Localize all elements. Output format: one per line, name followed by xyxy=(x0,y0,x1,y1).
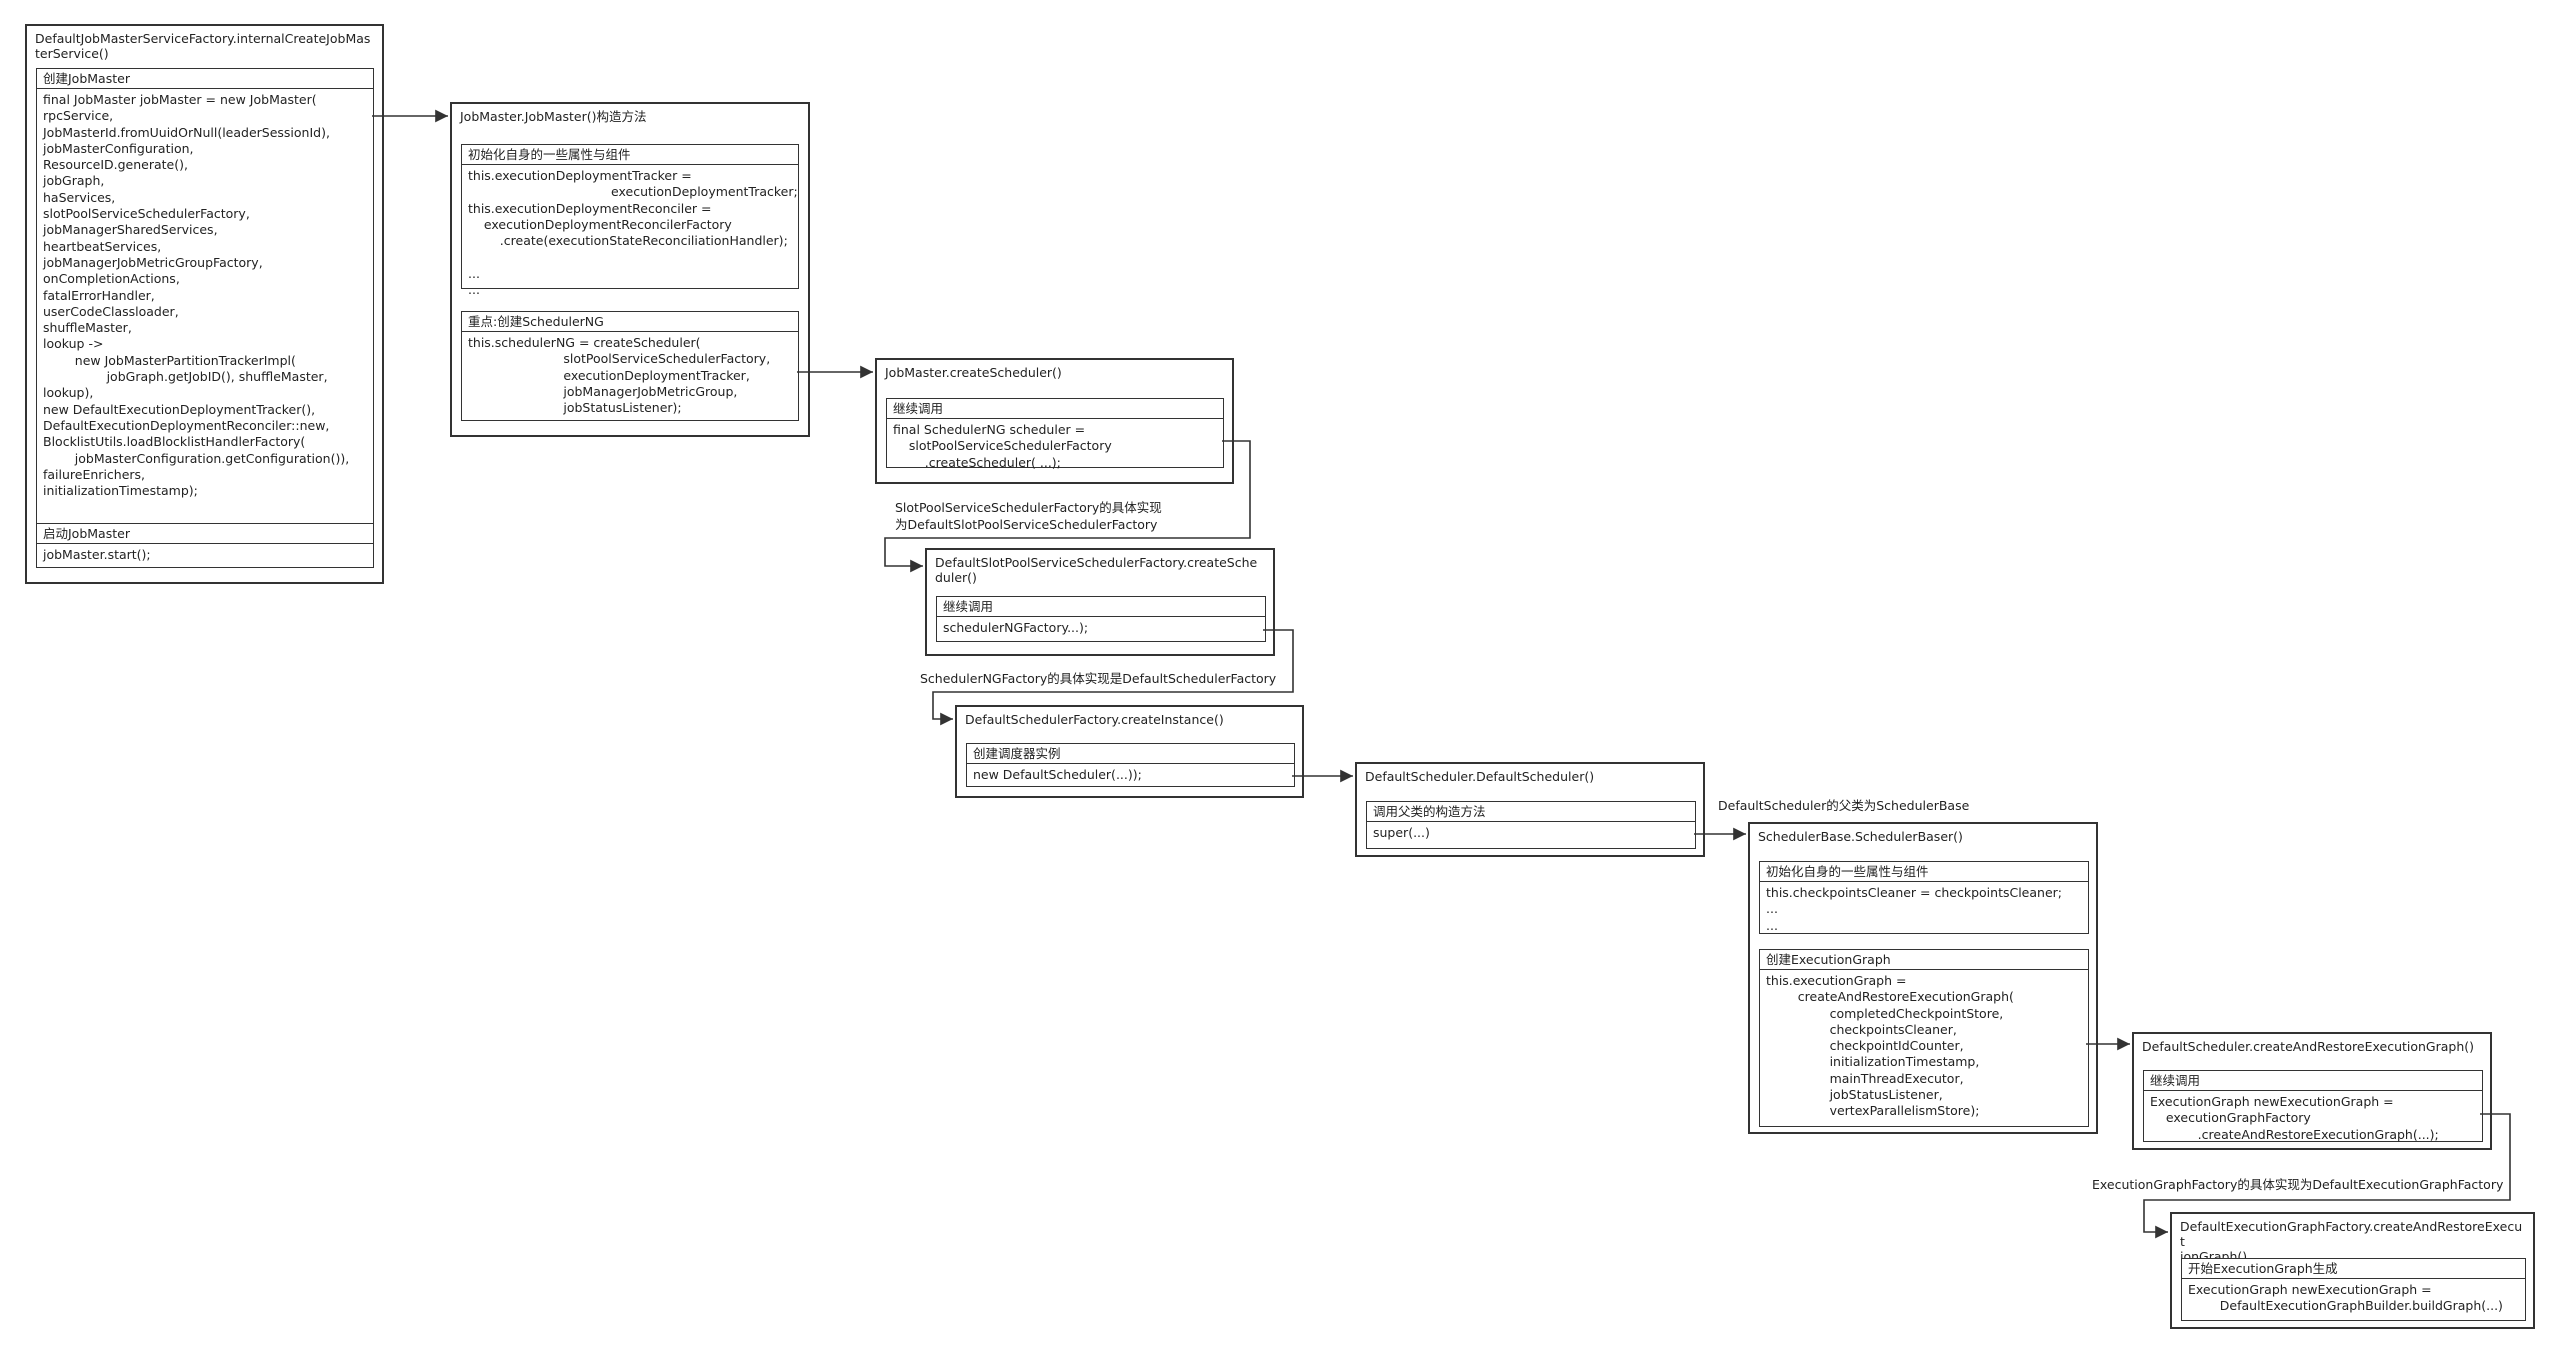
arrow-box8-to-box9 xyxy=(2143,1113,2511,1239)
box-default-eg-factory-create-and-restore: DefaultExecutionGraphFactory.createAndRe… xyxy=(2170,1212,2535,1329)
code-snippet: ExecutionGraph newExecutionGraph = execu… xyxy=(2150,1094,2439,1142)
note-eg-factory-impl: ExecutionGraphFactory的具体实现为DefaultExecut… xyxy=(2092,1177,2504,1192)
section-create-scheduler-instance: 创建调度器实例 new DefaultScheduler(...)); xyxy=(966,743,1295,787)
section-heading: 开始ExecutionGraph生成 xyxy=(2182,1259,2525,1279)
box-default-slotpool-create-scheduler: DefaultSlotPoolServiceSchedulerFactory.c… xyxy=(925,548,1275,656)
section-heading: 创建JobMaster xyxy=(37,69,373,89)
box-title: JobMaster.JobMaster()构造方法 xyxy=(460,109,647,124)
box-default-scheduler-create-and-restore-eg: DefaultScheduler.createAndRestoreExecuti… xyxy=(2132,1032,2492,1150)
box-jobmaster-create-scheduler: JobMaster.createScheduler() 继续调用 final S… xyxy=(875,358,1234,484)
section-heading: 继续调用 xyxy=(2144,1071,2482,1091)
box-title: DefaultSchedulerFactory.createInstance() xyxy=(965,712,1224,727)
section-create-execution-graph: 创建ExecutionGraph this.executionGraph = c… xyxy=(1759,949,2089,1127)
section-continue-call: 继续调用 ExecutionGraph newExecutionGraph = … xyxy=(2143,1070,2483,1142)
box-jobmaster-constructor: JobMaster.JobMaster()构造方法 初始化自身的一些属性与组件 … xyxy=(450,102,810,437)
section-heading: 调用父类的构造方法 xyxy=(1367,802,1695,822)
box-schedulerbase-constructor: SchedulerBase.SchedulerBaser() 初始化自身的一些属… xyxy=(1748,822,2098,1134)
box-title: JobMaster.createScheduler() xyxy=(885,365,1062,380)
code-snippet: final JobMaster jobMaster = new JobMaste… xyxy=(43,92,350,499)
section-call-super-constructor: 调用父类的构造方法 super(...) xyxy=(1366,801,1696,849)
code-snippet: jobMaster.start(); xyxy=(43,547,151,562)
section-heading: 重点:创建SchedulerNG xyxy=(462,312,798,332)
note-slotpool-factory-impl: SlotPoolServiceSchedulerFactory的具体实现 为De… xyxy=(895,500,1162,532)
note-scheduler-parent: DefaultScheduler的父类为SchedulerBase xyxy=(1718,798,1970,813)
section-continue-call: 继续调用 schedulerNGFactory...); xyxy=(936,596,1266,642)
code-snippet: this.executionDeploymentTracker = execut… xyxy=(468,168,798,298)
note-schedulerng-factory-impl: SchedulerNGFactory的具体实现是DefaultScheduler… xyxy=(920,671,1277,686)
box-title: DefaultJobMasterServiceFactory.internalC… xyxy=(35,31,371,61)
section-start-jobmaster: 启动JobMaster jobMaster.start(); xyxy=(36,523,374,568)
box-title: DefaultSlotPoolServiceSchedulerFactory.c… xyxy=(935,555,1258,585)
code-snippet: super(...) xyxy=(1373,825,1430,840)
section-heading: 创建调度器实例 xyxy=(967,744,1294,764)
code-snippet: schedulerNGFactory...); xyxy=(943,620,1089,635)
box-default-scheduler-factory-create-instance: DefaultSchedulerFactory.createInstance()… xyxy=(955,705,1304,798)
code-snippet: ExecutionGraph newExecutionGraph = Defau… xyxy=(2188,1282,2503,1314)
section-init-properties: 初始化自身的一些属性与组件 this.checkpointsCleaner = … xyxy=(1759,861,2089,934)
section-init-properties: 初始化自身的一些属性与组件 this.executionDeploymentTr… xyxy=(461,144,799,297)
code-snippet: this.schedulerNG = createScheduler( slot… xyxy=(468,335,771,416)
arrow-box3-to-box4 xyxy=(884,440,1251,573)
section-heading: 初始化自身的一些属性与组件 xyxy=(1760,862,2088,882)
section-continue-call: 继续调用 final SchedulerNG scheduler = slotP… xyxy=(886,398,1224,470)
box-title: SchedulerBase.SchedulerBaser() xyxy=(1758,829,1963,844)
code-snippet: this.checkpointsCleaner = checkpointsCle… xyxy=(1766,885,2062,933)
section-create-jobmaster: 创建JobMaster final JobMaster jobMaster = … xyxy=(36,68,374,535)
arrow-box4-to-box5 xyxy=(932,629,1294,726)
section-create-schedulerng: 重点:创建SchedulerNG this.schedulerNG = crea… xyxy=(461,311,799,421)
box-title: DefaultScheduler.DefaultScheduler() xyxy=(1365,769,1595,784)
section-heading: 初始化自身的一些属性与组件 xyxy=(462,145,798,165)
section-heading: 继续调用 xyxy=(937,597,1265,617)
section-heading: 启动JobMaster xyxy=(37,524,373,544)
section-start-eg-generation: 开始ExecutionGraph生成 ExecutionGraph newExe… xyxy=(2181,1258,2526,1321)
box-internal-create-jobmaster-service: DefaultJobMasterServiceFactory.internalC… xyxy=(25,24,384,584)
section-heading: 创建ExecutionGraph xyxy=(1760,950,2088,970)
code-snippet: this.executionGraph = createAndRestoreEx… xyxy=(1766,973,2014,1119)
box-default-scheduler-constructor: DefaultScheduler.DefaultScheduler() 调用父类… xyxy=(1355,762,1705,857)
code-snippet: new DefaultScheduler(...)); xyxy=(973,767,1142,782)
section-heading: 继续调用 xyxy=(887,399,1223,419)
box-title: DefaultScheduler.createAndRestoreExecuti… xyxy=(2142,1039,2475,1054)
code-snippet: final SchedulerNG scheduler = slotPoolSe… xyxy=(893,422,1112,470)
